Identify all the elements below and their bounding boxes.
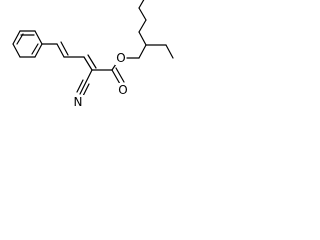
single-bond <box>138 31 147 46</box>
single-bond <box>138 0 145 9</box>
double-bond <box>83 56 93 71</box>
structure-drawing: N O O <box>12 0 174 109</box>
triple-bond-line <box>82 83 90 97</box>
double-bond-second-line <box>60 41 69 56</box>
nitrile-group: N <box>72 69 93 109</box>
single-bond <box>138 19 147 33</box>
ring-inner-double-bond <box>31 43 39 55</box>
double-bond <box>56 43 65 58</box>
label-mask <box>117 83 129 97</box>
carbonyl-double-bond <box>111 69 121 85</box>
label-mask <box>72 95 84 109</box>
molecule-diagram: N O O <box>0 0 188 144</box>
ring-bond <box>34 30 43 45</box>
ethylhexyl-chain <box>138 0 174 59</box>
label-mask <box>115 51 127 65</box>
ester-group: O O <box>91 51 140 97</box>
ring-bond <box>12 43 21 58</box>
phenyl-ring <box>12 30 43 58</box>
dienyl-chain <box>41 41 97 71</box>
single-bond <box>85 69 93 83</box>
carbonyl-double-bond-second-line <box>115 67 125 83</box>
ring-bond <box>34 43 43 58</box>
triple-bond-line <box>76 79 84 93</box>
single-bond <box>165 44 174 59</box>
single-bond <box>138 7 147 21</box>
nitrile-nitrogen-label: N <box>74 95 83 109</box>
triple-bond <box>79 81 87 95</box>
ester-oxygen-label: O <box>116 51 125 65</box>
ring-inner-double-bond <box>16 33 24 45</box>
single-bond <box>138 44 147 59</box>
ring-bond <box>12 30 21 45</box>
carbonyl-oxygen-label: O <box>118 83 127 97</box>
double-bond-second-line <box>87 54 97 69</box>
